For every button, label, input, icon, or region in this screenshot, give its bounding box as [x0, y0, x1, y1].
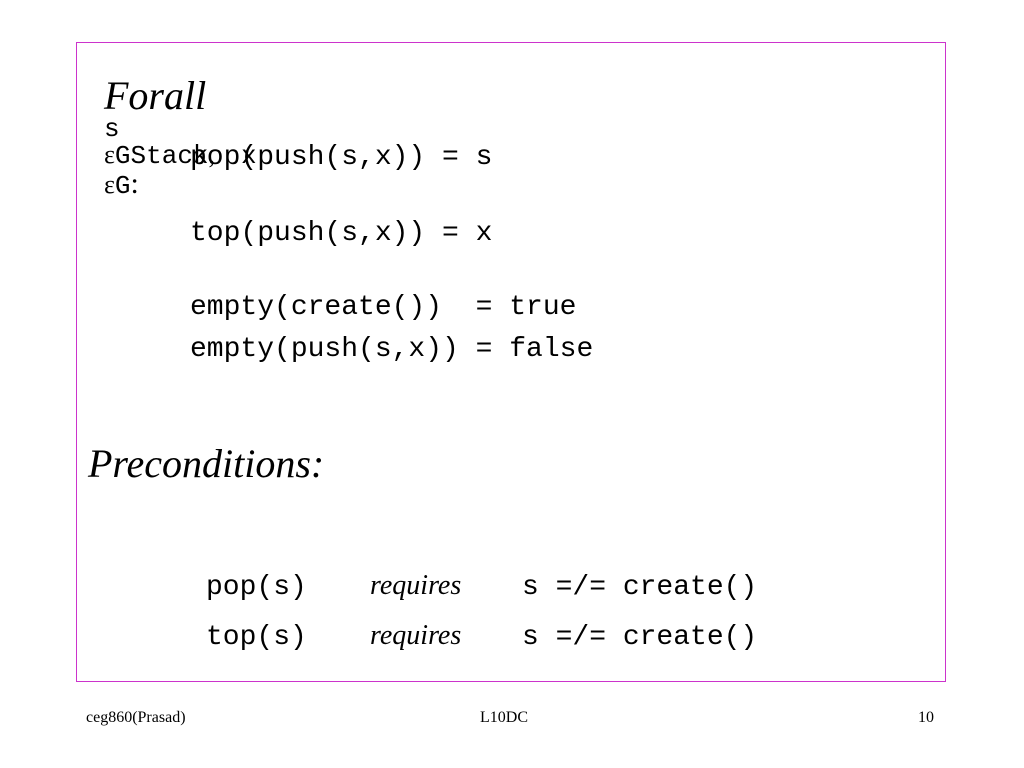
- epsilon-symbol: ε: [104, 170, 115, 199]
- forall-var-x: x: [241, 141, 257, 171]
- footer-page-number: 10: [918, 709, 934, 726]
- forall-var-s: s: [104, 114, 120, 144]
- requires-keyword: requires: [370, 620, 462, 651]
- forall-keyword: Forall: [104, 73, 207, 118]
- precondition-pop: pop(s) requires s =/= create(): [190, 556, 757, 618]
- axiom-pop-push: pop(push(s,x)) = s: [190, 142, 493, 173]
- precondition-op: pop(s): [206, 572, 307, 603]
- requires-keyword: requires: [370, 570, 462, 601]
- forall-colon: :: [130, 167, 139, 200]
- forall-type-g: G: [114, 171, 131, 201]
- forall-separator: ,: [208, 140, 216, 169]
- content-border-box: [76, 42, 946, 682]
- axiom-top-push: top(push(s,x)) = x: [190, 218, 493, 249]
- precondition-top: top(s) requires s =/= create(): [190, 606, 757, 668]
- axiom-empty-push: empty(push(s,x)) = false: [190, 334, 594, 365]
- precondition-condition: s =/= create(): [522, 572, 758, 603]
- footer-author: ceg860(Prasad): [86, 709, 186, 726]
- axiom-empty-create: empty(create()) = true: [190, 292, 577, 323]
- forall-type-gstack: GStack: [114, 141, 209, 171]
- preconditions-heading: Preconditions:: [88, 441, 325, 486]
- precondition-condition: s =/= create(): [522, 622, 758, 653]
- epsilon-symbol: ε: [104, 140, 115, 169]
- precondition-op: top(s): [206, 622, 307, 653]
- footer-lecture-id: L10DC: [480, 709, 528, 726]
- forall-line: Forall s εGStack, x εG:: [88, 60, 257, 215]
